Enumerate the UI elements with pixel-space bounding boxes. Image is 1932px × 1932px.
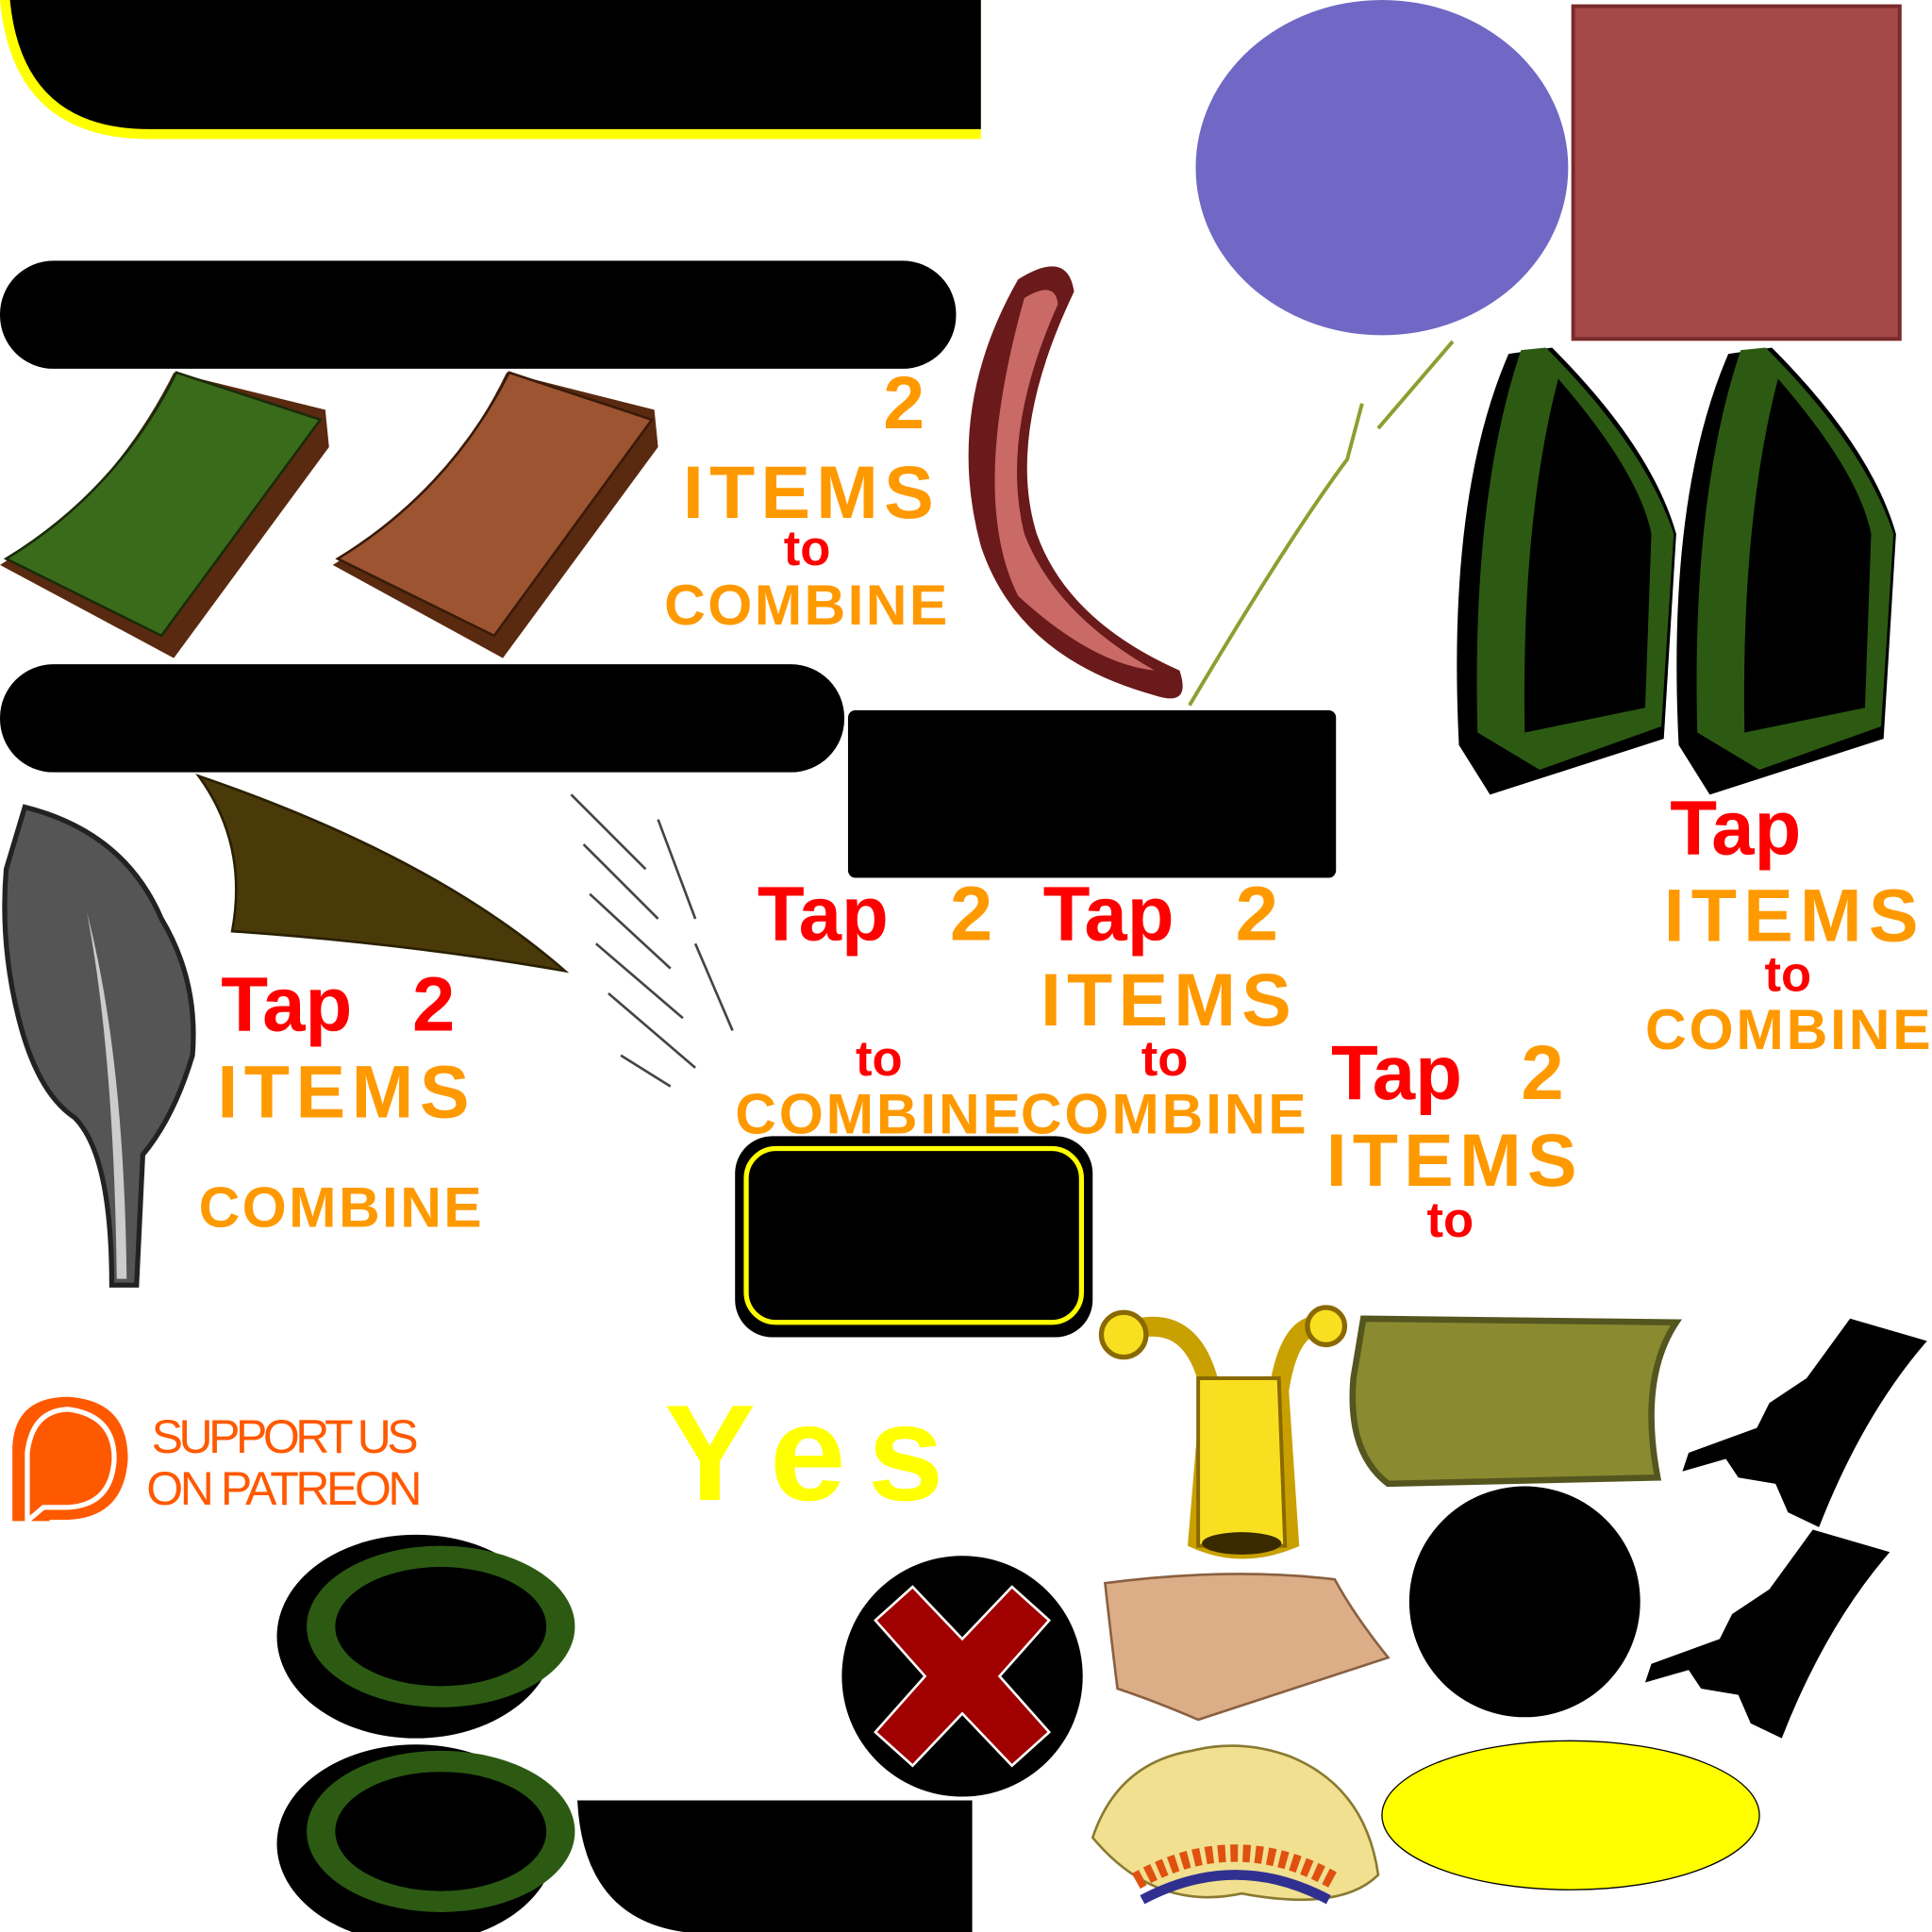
label-items: ITEMS [1041, 958, 1291, 1041]
label-number: 2 [883, 361, 924, 444]
jester-hat-icon [1098, 1305, 1348, 1559]
green-frame-left [1457, 347, 1676, 795]
patreon-badge[interactable]: SUPPORT US ON PATREON [12, 1396, 423, 1527]
label-2-items-to-combine: 2 ITEMS to COMBINE [664, 361, 947, 637]
sketch-lines-icon [570, 793, 734, 1088]
purple-circle [1195, 0, 1569, 336]
yes-label: Yes [664, 1376, 943, 1529]
patreon-logo-icon [12, 1396, 128, 1527]
green-card-icon [0, 371, 329, 658]
label-tap-2-items-combine: Tap 2 ITEMS COMBINE [199, 961, 482, 1239]
label-items: ITEMS [683, 451, 934, 534]
black-pill-bar [0, 260, 957, 369]
label-combine: COMBINE [664, 573, 947, 637]
label-number: 2 [950, 871, 992, 957]
red-horn-icon [968, 266, 1183, 699]
parchment-icon [1103, 1573, 1391, 1722]
label-combine: COMBINE [1645, 997, 1931, 1061]
black-hand-icon [1644, 1318, 1927, 1739]
label-to: to [1141, 1031, 1189, 1087]
label-combine: COMBINE [1021, 1082, 1307, 1146]
label-tap-items-to-combine: Tap ITEMS to COMBINE [1645, 786, 1931, 1062]
black-corner-panel [577, 1800, 973, 1932]
brown-leaf-icon [195, 774, 570, 974]
patreon-line-2: ON PATREON [146, 1462, 422, 1515]
close-x-icon[interactable] [841, 1556, 1083, 1797]
label-number: 2 [412, 961, 455, 1047]
label-items: ITEMS [1326, 1119, 1577, 1202]
patreon-line-1: SUPPORT US [152, 1410, 419, 1463]
yellow-bordered-button-bg [735, 1136, 1093, 1338]
label-items: ITEMS [217, 1051, 469, 1134]
label-tap-2-to-combine: Tap 2 to COMBINE [735, 871, 1021, 1145]
label-number: 2 [1236, 871, 1278, 957]
top-banner-bar [0, 0, 981, 140]
black-panel [847, 709, 1337, 878]
label-tap-2-items-to-combine: Tap 2 ITEMS to COMBINE [1021, 871, 1307, 1145]
black-circle [1408, 1486, 1641, 1718]
label-combine: COMBINE [735, 1082, 1021, 1146]
label-items: ITEMS [1664, 874, 1919, 958]
thin-vine-line [1188, 340, 1455, 707]
label-tap: Tap [1331, 1030, 1462, 1116]
green-oval-frame-bottom [276, 1744, 575, 1932]
label-tap: Tap [1670, 786, 1801, 872]
label-to: to [1426, 1192, 1474, 1248]
label-tap: Tap [1043, 871, 1174, 957]
brown-card-icon [332, 371, 658, 658]
label-tap: Tap [221, 961, 352, 1047]
olive-banner-icon [1349, 1315, 1682, 1488]
feather-headdress-icon [1091, 1744, 1380, 1905]
label-tap-2-items-to: Tap 2 ITEMS to [1326, 1030, 1577, 1248]
label-tap: Tap [758, 871, 889, 957]
yellow-ellipse [1381, 1740, 1760, 1890]
black-pill-bar-2 [0, 664, 845, 773]
label-to: to [856, 1031, 903, 1087]
label-number: 2 [1521, 1030, 1563, 1116]
green-frame-right [1676, 347, 1896, 795]
grey-feather-icon [2, 804, 196, 1288]
green-oval-frame-top [276, 1534, 575, 1739]
label-to: to [1764, 946, 1811, 1002]
label-combine: COMBINE [199, 1174, 482, 1239]
red-square [1571, 4, 1902, 341]
label-to: to [784, 521, 831, 576]
